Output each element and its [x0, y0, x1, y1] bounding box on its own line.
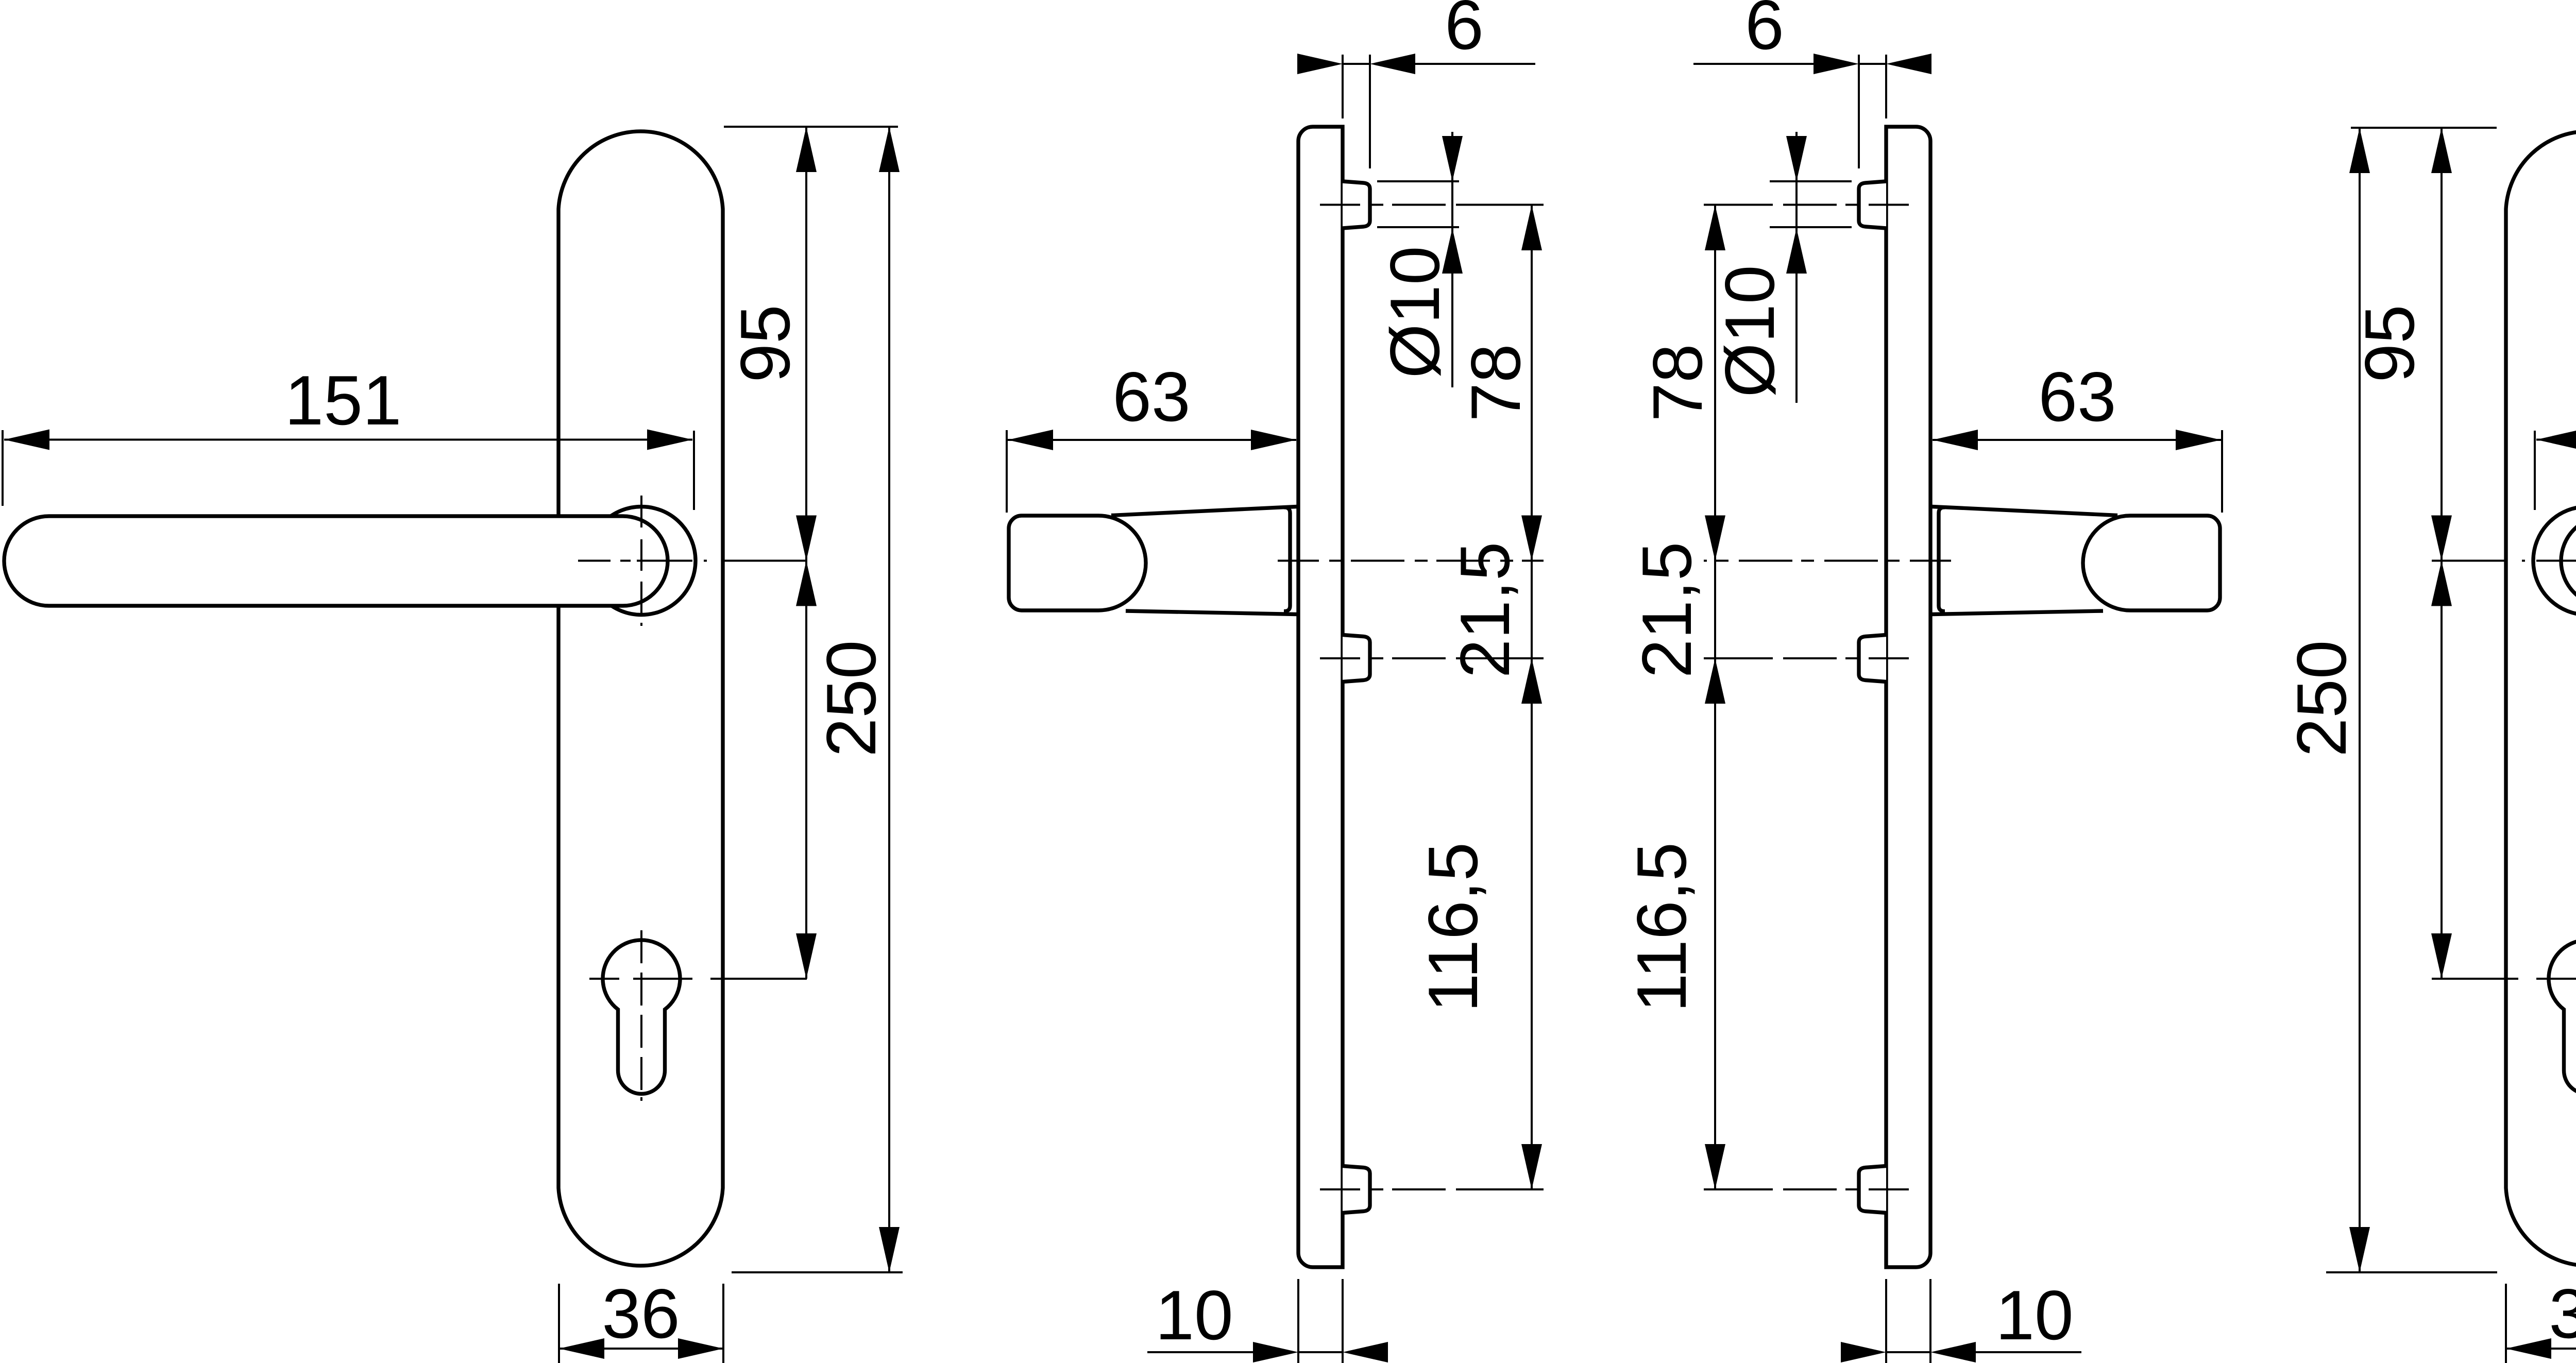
svg-text:250: 250 — [2282, 640, 2361, 757]
svg-text:36: 36 — [602, 1274, 680, 1353]
svg-text:95: 95 — [726, 304, 804, 382]
svg-text:78: 78 — [1638, 344, 1717, 421]
svg-text:63: 63 — [1112, 357, 1190, 436]
svg-text:250: 250 — [812, 640, 890, 757]
svg-text:63: 63 — [2038, 357, 2116, 436]
svg-text:21,5: 21,5 — [1628, 542, 1706, 678]
svg-text:6: 6 — [1745, 0, 1784, 64]
svg-text:36: 36 — [2549, 1274, 2576, 1353]
svg-text:6: 6 — [1445, 0, 1484, 64]
svg-text:21,5: 21,5 — [1446, 542, 1524, 678]
svg-text:10: 10 — [1995, 1276, 2073, 1354]
svg-text:116,5: 116,5 — [1414, 842, 1492, 1012]
svg-text:10: 10 — [1155, 1276, 1233, 1354]
svg-text:95: 95 — [2350, 304, 2429, 382]
svg-text:78: 78 — [1456, 344, 1535, 421]
svg-text:116,5: 116,5 — [1622, 842, 1701, 1012]
svg-text:Ø10: Ø10 — [1376, 246, 1454, 378]
svg-text:151: 151 — [285, 361, 402, 439]
svg-text:Ø10: Ø10 — [1710, 265, 1789, 397]
